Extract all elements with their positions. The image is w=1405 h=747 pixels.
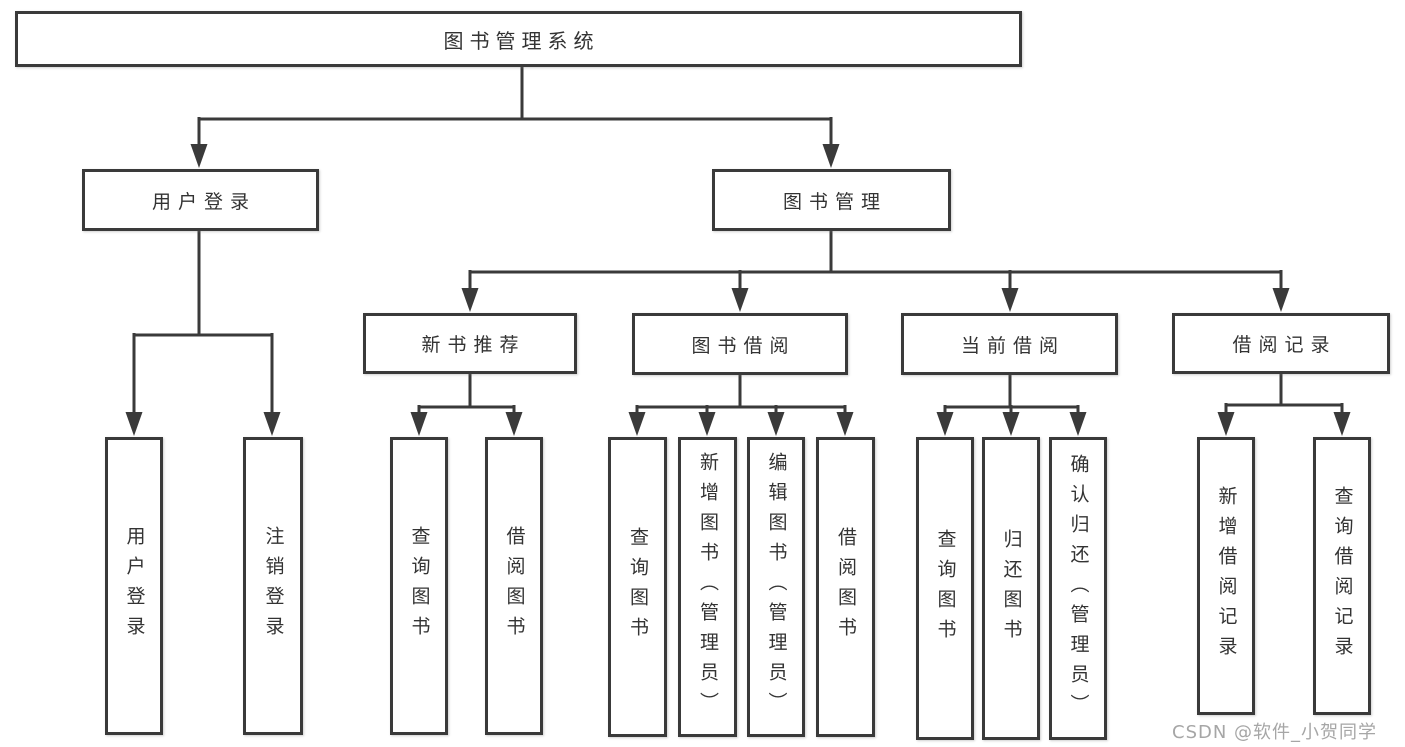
leaf-current-confirm-admin-label: 确认归还（管理员）	[1067, 453, 1090, 724]
node-current-borrow: 当前借阅	[901, 313, 1118, 375]
node-borrow-records-label: 借阅记录	[1232, 334, 1337, 356]
arrowheads	[125, 144, 1351, 436]
leaf-records-add-label: 新增借阅记录	[1215, 486, 1238, 666]
leaf-records-query: 查询借阅记录	[1313, 437, 1371, 715]
leaf-current-query: 查询图书	[916, 437, 974, 740]
leaf-user-login-label: 用户登录	[123, 526, 146, 646]
leaf-newbooks-borrow: 借阅图书	[485, 437, 543, 735]
leaf-borrow-add-admin-label: 新增图书（管理员）	[697, 452, 719, 722]
node-book-borrow: 图书借阅	[632, 313, 848, 375]
leaf-newbooks-query: 查询图书	[390, 437, 448, 735]
leaf-borrow-add-admin: 新增图书（管理员）	[678, 437, 737, 737]
csdn-watermark: CSDN @软件_小贺同学	[1172, 722, 1378, 743]
node-book-borrow-label: 图书借阅	[691, 334, 796, 357]
leaf-user-login: 用户登录	[105, 437, 163, 735]
node-book-management-label: 图书管理	[782, 190, 887, 213]
leaf-newbooks-query-label: 查询图书	[408, 526, 431, 646]
leaf-current-return: 归还图书	[982, 437, 1040, 740]
connector-stubs	[197, 67, 1283, 408]
leaf-borrow-borrow: 借阅图书	[816, 437, 875, 737]
node-new-books-label: 新书推荐	[421, 334, 526, 356]
leaf-current-return-label: 归还图书	[1000, 528, 1023, 649]
node-root: 图书管理系统	[15, 11, 1022, 67]
leaf-borrow-query: 查询图书	[608, 437, 667, 737]
leaf-borrow-borrow-label: 借阅图书	[835, 527, 857, 647]
leaf-borrow-edit-admin: 编辑图书（管理员）	[747, 437, 805, 737]
leaf-borrow-query-label: 查询图书	[627, 527, 649, 647]
node-user-login: 用户登录	[82, 169, 319, 231]
node-user-login-label: 用户登录	[151, 190, 256, 213]
node-borrow-records: 借阅记录	[1172, 313, 1390, 374]
leaf-current-confirm-admin: 确认归还（管理员）	[1049, 437, 1107, 740]
node-book-management: 图书管理	[712, 169, 951, 231]
leaf-records-add: 新增借阅记录	[1197, 437, 1255, 715]
leaf-borrow-edit-admin-label: 编辑图书（管理员）	[765, 452, 788, 722]
node-current-borrow-label: 当前借阅	[960, 334, 1065, 357]
leaf-records-query-label: 查询借阅记录	[1331, 486, 1354, 666]
leaf-newbooks-borrow-label: 借阅图书	[503, 526, 526, 646]
node-root-label: 图书管理系统	[443, 28, 600, 53]
leaf-logout: 注销登录	[243, 437, 303, 735]
leaf-current-query-label: 查询图书	[934, 528, 957, 649]
leaf-logout-label: 注销登录	[262, 526, 285, 646]
node-new-books: 新书推荐	[363, 313, 577, 374]
